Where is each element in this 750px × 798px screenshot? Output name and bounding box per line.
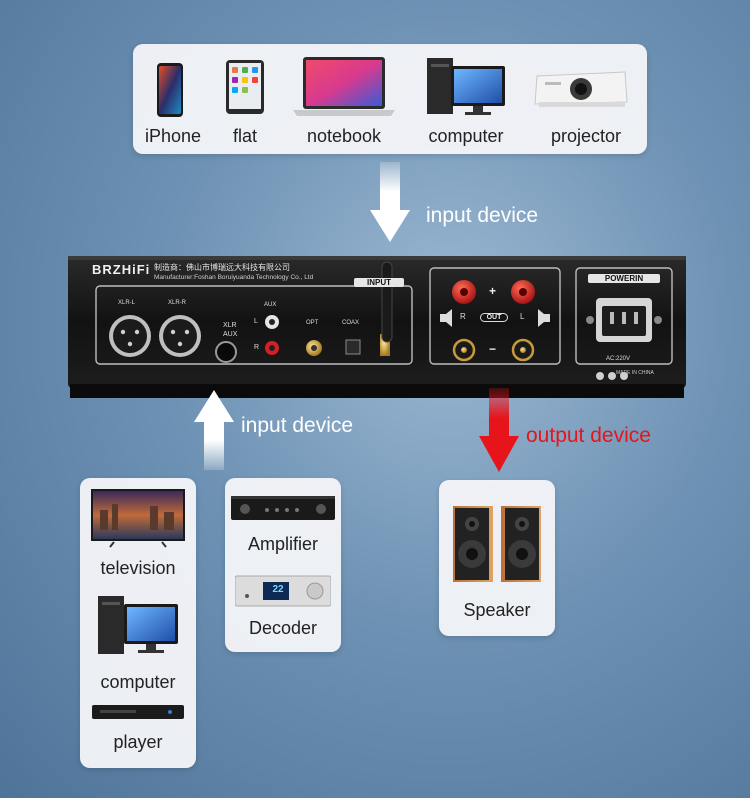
notebook-label: notebook [306, 126, 382, 146]
iphone-image [156, 62, 184, 118]
amp-input-section-label: INPUT [354, 278, 404, 287]
speaker-terminal-r-minus [452, 338, 476, 362]
input-device-caption-bottom: input device [241, 414, 354, 437]
amplifier-label: Amplifier [247, 534, 318, 554]
ac-label: AC:220V [606, 356, 631, 362]
xlr-l-label: XLR-L [118, 300, 136, 306]
opt-label: OPT [306, 320, 319, 326]
xlr-right-socket [159, 315, 201, 357]
computer-image [425, 52, 507, 118]
projector-image [531, 62, 631, 112]
iphone-label: iPhone [144, 126, 202, 146]
aux-r-label: R [254, 344, 260, 351]
speaker-label: Speaker [463, 600, 531, 620]
amplifier-back-panel: BRZHiFi 制造商：佛山市博瑞远大科技有限公司 Manufacturer:F… [68, 254, 686, 404]
aux-l-label: L [254, 318, 258, 325]
bottom-source-card: television computer player [80, 478, 196, 768]
amp-manufacturer-cn: 制造商：佛山市博瑞远大科技有限公司 [154, 263, 290, 272]
tablet-image [225, 59, 265, 115]
top-source-card: iPhone flat notebook [133, 44, 647, 154]
input-arrow-top [370, 162, 410, 250]
computer-image-2 [96, 590, 180, 658]
television-label: television [100, 558, 176, 578]
amp-decoder-card: Amplifier 22 Decoder [225, 478, 341, 652]
computer-label-2: computer [100, 672, 176, 692]
player-label: player [113, 732, 163, 752]
input-device-caption-top: input device [426, 204, 539, 227]
switch-aux-label: AUX [223, 331, 238, 338]
player-image [92, 702, 184, 722]
speaker-image [451, 504, 543, 584]
out-minus-label: − [489, 342, 497, 356]
notebook-image [293, 56, 395, 118]
amplifier-image [231, 492, 335, 524]
speaker-terminal-r-plus [452, 280, 476, 304]
xlr-left-socket [109, 315, 151, 357]
xlr-r-label: XLR-R [168, 300, 187, 306]
output-arrow [479, 388, 519, 474]
power-label: POWERIN [588, 274, 660, 283]
television-image [90, 488, 186, 548]
decoder-display-text: 22 [272, 584, 284, 595]
speaker-terminal-l-plus [511, 280, 535, 304]
made-in-label: MADE IN CHINA [616, 370, 654, 376]
decoder-image [235, 574, 331, 608]
output-device-caption: output device [526, 424, 651, 447]
aux-label: AUX [264, 302, 277, 308]
projector-label: projector [550, 126, 622, 146]
input-arrow-bottom [194, 388, 234, 470]
decoder-label: Decoder [248, 618, 318, 638]
amp-brand-logo: BRZHiFi [92, 262, 151, 277]
computer-label: computer [428, 126, 504, 146]
speaker-card: Speaker [439, 480, 555, 636]
out-label: OUT [480, 313, 508, 322]
out-l-label: L [520, 312, 525, 321]
coax-label: COAX [342, 320, 360, 326]
switch-xlr-label: XLR [223, 322, 237, 329]
out-plus-label: + [489, 284, 497, 298]
tablet-label: flat [232, 126, 257, 146]
out-r-label: R [460, 312, 466, 321]
amp-manufacturer-en: Manufacturer:Foshan Boruiyuanda Technolo… [154, 274, 314, 281]
speaker-terminal-l-minus [511, 338, 535, 362]
